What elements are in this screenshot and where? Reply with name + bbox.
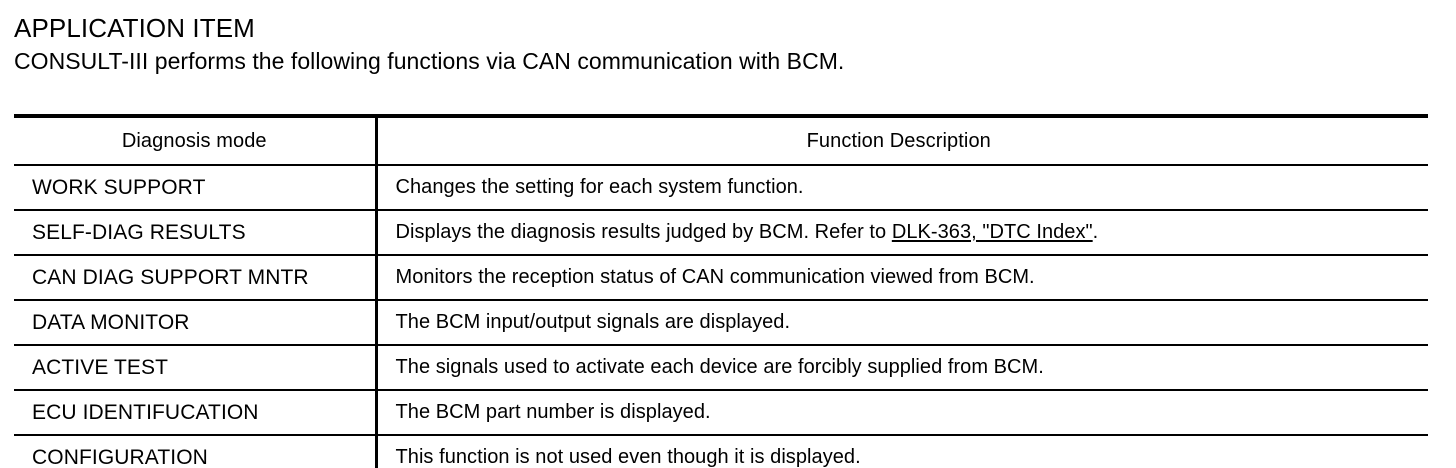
cell-diagnosis-mode: ECU IDENTIFUCATION bbox=[14, 390, 378, 436]
application-item-table-wrap: Diagnosis mode Function Description WORK… bbox=[14, 114, 1428, 468]
diagnosis-mode-label: DATA MONITOR bbox=[32, 310, 190, 334]
table-header: Diagnosis mode Function Description bbox=[14, 114, 1428, 166]
table-row: ACTIVE TEST The signals used to activate… bbox=[14, 345, 1428, 391]
cell-diagnosis-mode: CONFIGURATION bbox=[14, 435, 378, 468]
function-description-text: Changes the setting for each system func… bbox=[395, 176, 804, 198]
column-header-diagnosis-mode: Diagnosis mode bbox=[14, 114, 378, 166]
table-row: SELF-DIAG RESULTS Displays the diagnosis… bbox=[14, 210, 1429, 256]
diagnosis-mode-label: ECU IDENTIFUCATION bbox=[32, 400, 259, 424]
diagnosis-mode-label: SELF-DIAG RESULTS bbox=[32, 220, 246, 244]
function-description-suffix: . bbox=[1092, 221, 1099, 243]
table-header-row: Diagnosis mode Function Description bbox=[14, 114, 1428, 166]
cell-function-description: The BCM input/output signals are display… bbox=[376, 300, 1428, 346]
cell-function-description: Monitors the reception status of CAN com… bbox=[376, 255, 1428, 301]
cell-diagnosis-mode: CAN DIAG SUPPORT MNTR bbox=[14, 255, 378, 301]
function-description-text: The BCM input/output signals are display… bbox=[395, 311, 791, 333]
cell-function-description: Changes the setting for each system func… bbox=[376, 165, 1428, 211]
table-row: CAN DIAG SUPPORT MNTR Monitors the recep… bbox=[14, 255, 1428, 301]
table-row: WORK SUPPORT Changes the setting for eac… bbox=[14, 165, 1428, 211]
cell-diagnosis-mode: WORK SUPPORT bbox=[14, 165, 378, 211]
heading-block: APPLICATION ITEM CONSULT-III performs th… bbox=[0, 0, 1456, 76]
application-item-table: Diagnosis mode Function Description WORK… bbox=[14, 114, 1428, 468]
column-header-function-description: Function Description bbox=[376, 114, 1428, 166]
column-header-diagnosis-mode-label: Diagnosis mode bbox=[121, 129, 267, 152]
table-row: CONFIGURATION This function is not used … bbox=[14, 435, 1428, 468]
function-description-text: The BCM part number is displayed. bbox=[395, 401, 711, 423]
function-description-text: Monitors the reception status of CAN com… bbox=[395, 266, 1035, 288]
cell-function-description: The BCM part number is displayed. bbox=[376, 390, 1428, 436]
diagnosis-mode-label: WORK SUPPORT bbox=[32, 175, 206, 199]
column-header-function-description-label: Function Description bbox=[806, 129, 991, 152]
page-title: APPLICATION ITEM bbox=[14, 13, 255, 43]
cell-diagnosis-mode: SELF-DIAG RESULTS bbox=[14, 210, 378, 256]
cross-reference-link[interactable]: DLK-363, "DTC Index" bbox=[891, 221, 1093, 243]
diagnosis-mode-label: CAN DIAG SUPPORT MNTR bbox=[32, 265, 309, 289]
function-description-prefix: Displays the diagnosis results judged by… bbox=[395, 221, 892, 243]
table-row: ECU IDENTIFUCATION The BCM part number i… bbox=[14, 390, 1428, 436]
cell-diagnosis-mode: ACTIVE TEST bbox=[14, 345, 378, 391]
table-body: WORK SUPPORT Changes the setting for eac… bbox=[14, 165, 1428, 468]
function-description-text: Displays the diagnosis results judged by… bbox=[378, 221, 1429, 244]
cell-function-description: This function is not used even though it… bbox=[376, 435, 1428, 468]
cell-function-description: The signals used to activate each device… bbox=[376, 345, 1428, 391]
cell-diagnosis-mode: DATA MONITOR bbox=[14, 300, 378, 346]
diagnosis-mode-label: CONFIGURATION bbox=[32, 445, 208, 468]
function-description-text: The signals used to activate each device… bbox=[395, 356, 1044, 378]
diagnosis-mode-label: ACTIVE TEST bbox=[32, 355, 169, 379]
table-row: DATA MONITOR The BCM input/output signal… bbox=[14, 300, 1428, 346]
page-subtitle: CONSULT-III performs the following funct… bbox=[14, 48, 845, 74]
cell-function-description: Displays the diagnosis results judged by… bbox=[376, 210, 1429, 256]
function-description-text: This function is not used even though it… bbox=[395, 446, 861, 468]
